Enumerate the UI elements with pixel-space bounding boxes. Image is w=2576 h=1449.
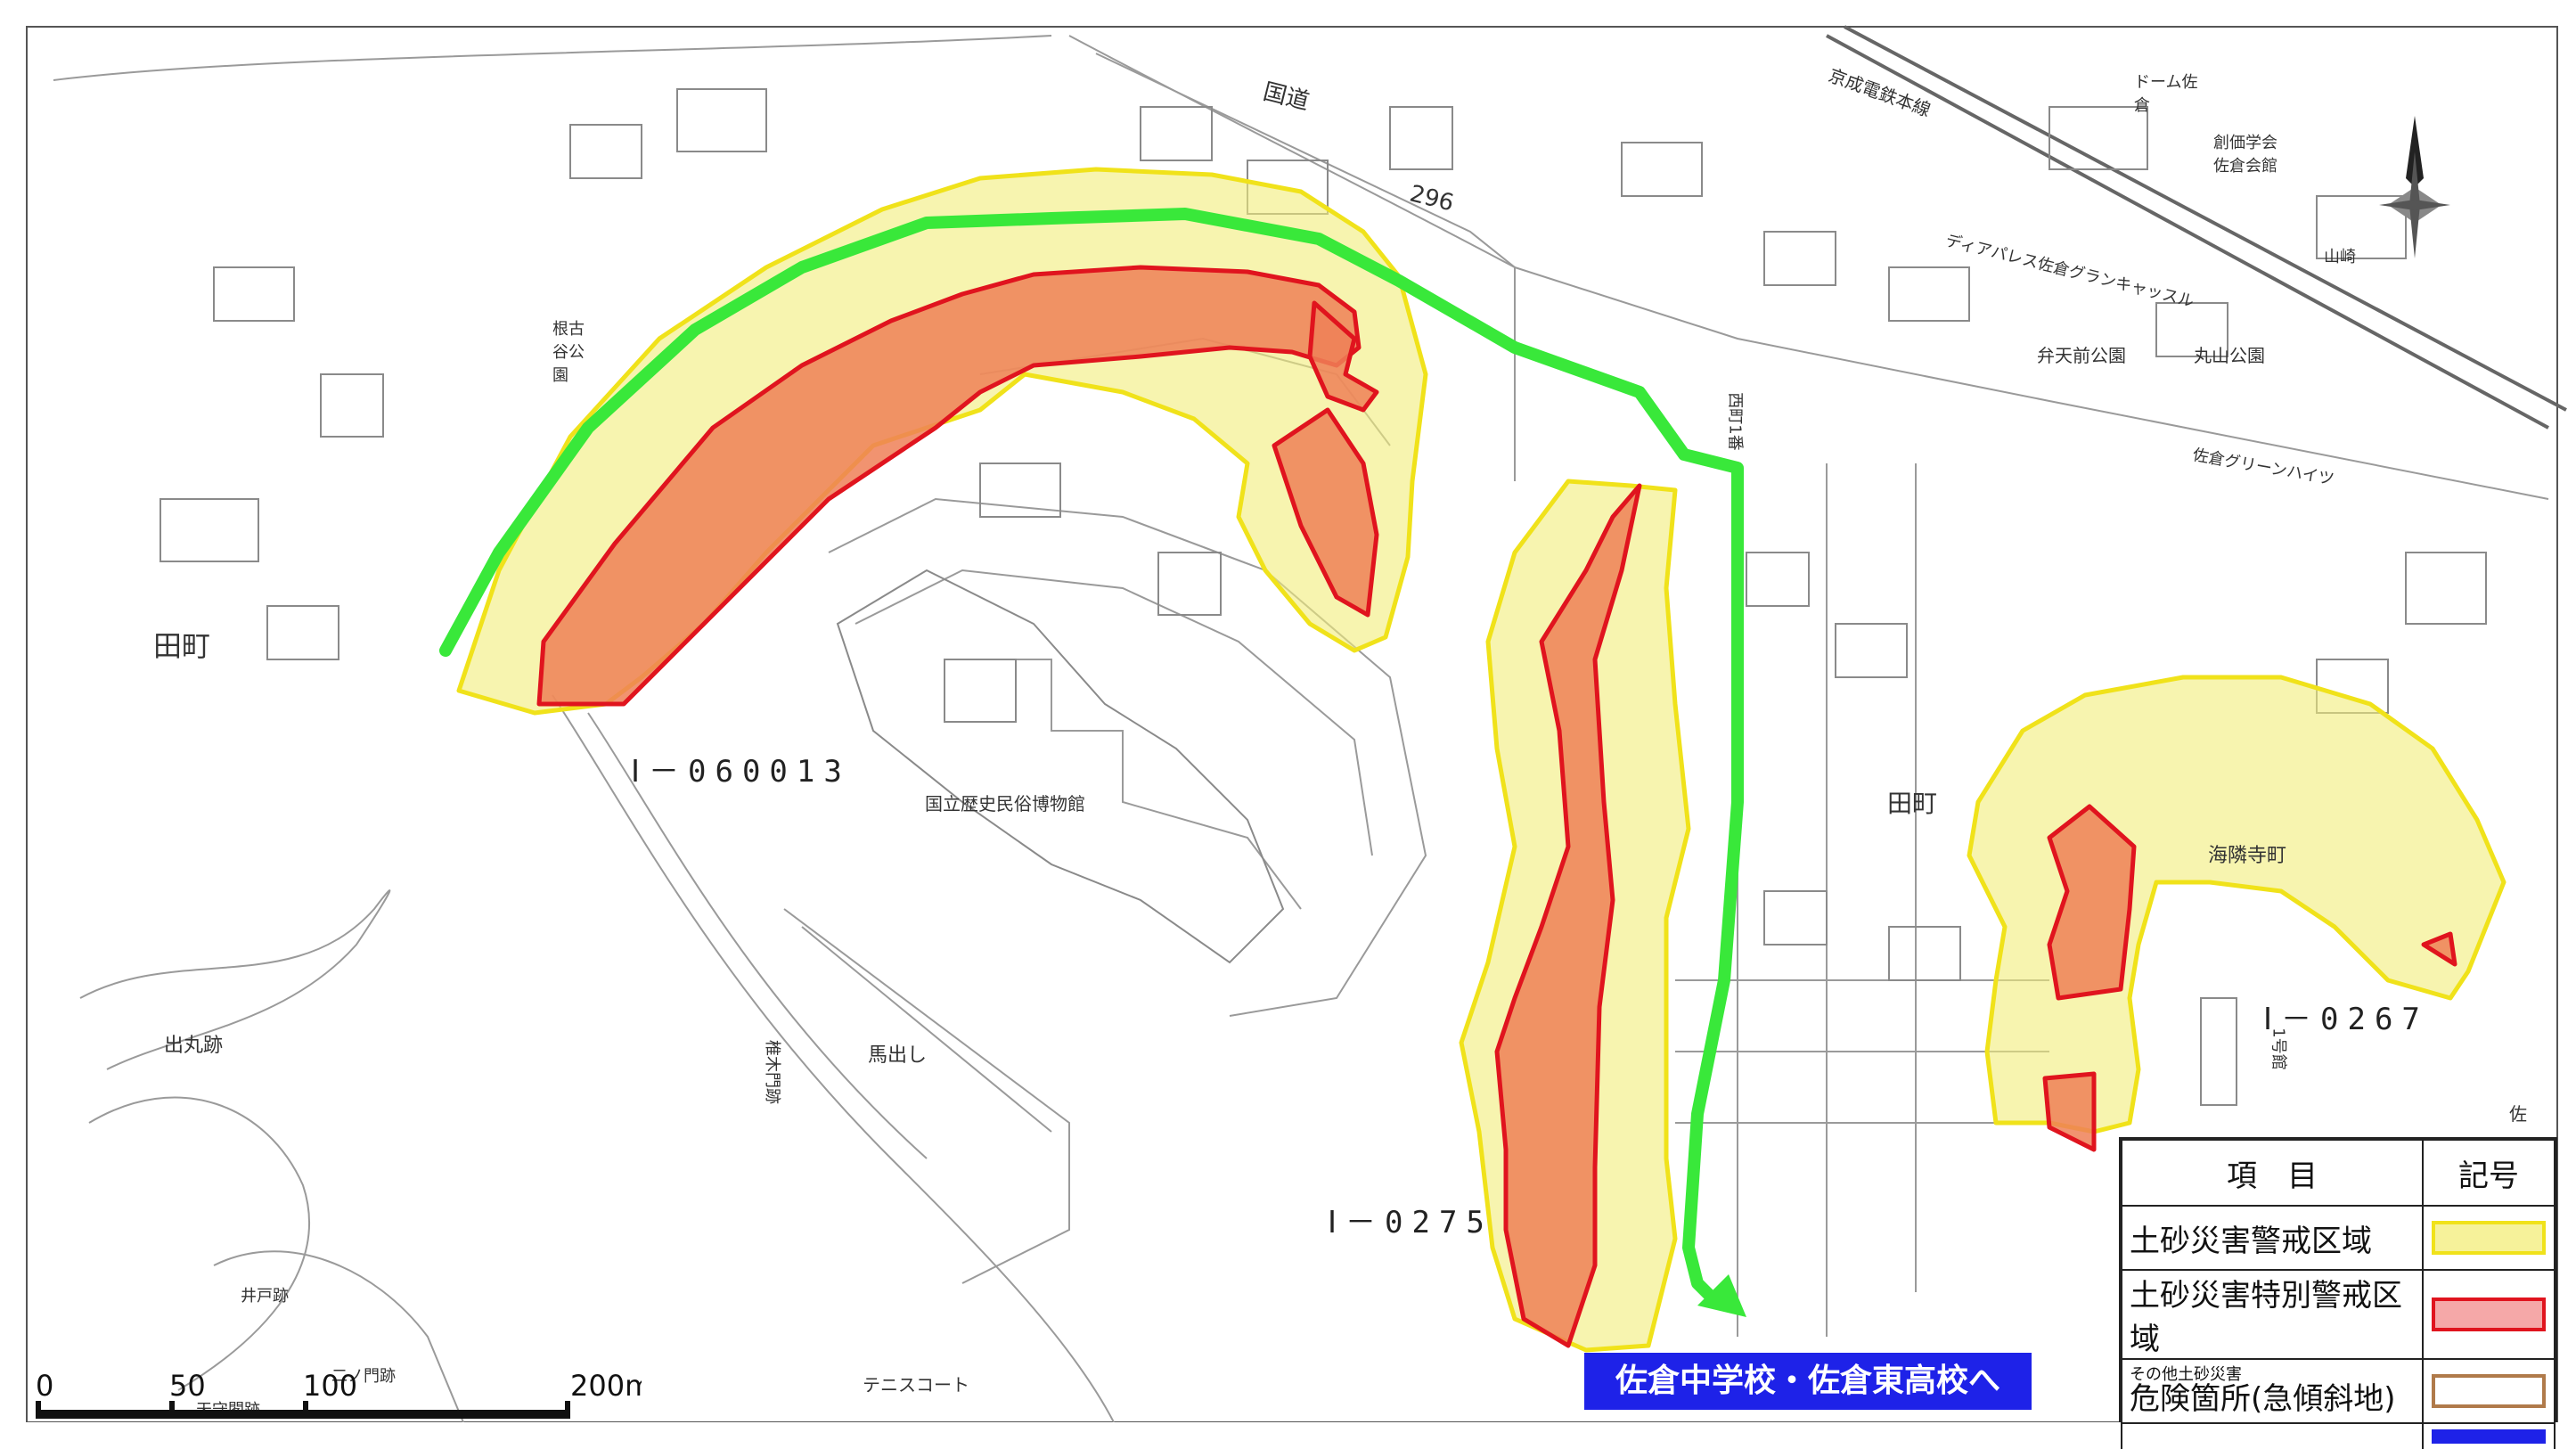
special-zone-060013 (536, 265, 1362, 707)
place-label-dome: ドーム佐倉 (2134, 73, 2198, 115)
evacuation-destination-banner: 佐倉中学校・佐倉東高校へ (1584, 1353, 2032, 1410)
place-label-nishimachi: 西町1番 (1725, 392, 1745, 451)
place-label-tamachi-west: 田町 (153, 629, 211, 663)
place-label-tamachi-east: 田町 (1887, 789, 1938, 818)
scale-tick-label: 0 (36, 1369, 53, 1403)
north-arrow-icon (2379, 116, 2450, 258)
map-legend: 項 目 記号 土砂災害警戒区域 土砂災害特別警戒区域 その他土砂災害 危険箇所(… (2119, 1137, 2557, 1449)
place-label-ueki-gate: 椎木門跡 (763, 1040, 781, 1104)
warning-zone-0267 (1967, 675, 2506, 1134)
place-label-ninomon: 二ノ門跡 (331, 1367, 396, 1386)
legend-symbol-warning (2422, 1205, 2556, 1271)
legend-label-other-main: 危険箇所(急傾斜地) (2130, 1380, 2396, 1417)
base-map (26, 25, 2567, 1422)
zone-code-0267: Ⅰ－0267 (2263, 1002, 2429, 1037)
special-zone-060013-c (1272, 407, 1379, 618)
special-zones (536, 265, 2457, 1348)
place-label-museum: 国立歴史民俗博物館 (925, 793, 1085, 815)
place-label-tennis: テニスコート (863, 1374, 969, 1396)
place-label-ido: 井戸跡 (241, 1287, 289, 1306)
scale-tick (565, 1401, 570, 1419)
special-zone-0275 (1494, 483, 1642, 1348)
legend-symbol-other (2422, 1358, 2556, 1424)
legend-header-symbol: 記号 (2422, 1139, 2556, 1207)
scale-tick (36, 1401, 41, 1419)
scale-tick-label: 100 (303, 1369, 357, 1403)
scale-bar: 0 50 100 200m (36, 1369, 642, 1419)
legend-header-item: 項 目 (2121, 1139, 2424, 1207)
special-zone-0267-a (2047, 804, 2137, 1001)
legend-symbol-special (2422, 1269, 2556, 1360)
place-label-sakura: 佐 (2509, 1103, 2527, 1125)
place-label-yamazaki: 山崎 (2324, 248, 2356, 266)
legend-label-other: その他土砂災害 危険箇所(急傾斜地) (2121, 1358, 2424, 1424)
legend-symbol-route (2422, 1422, 2556, 1449)
special-zone-0267-b (2042, 1071, 2097, 1152)
legend-label-special: 土砂災害特別警戒区域 (2121, 1269, 2424, 1360)
building-blocks (159, 88, 2487, 1106)
scale-tick (303, 1401, 308, 1419)
scale-tick-label: 50 (169, 1369, 206, 1403)
special-zone-0267-c (2421, 931, 2457, 967)
scale-tick (169, 1401, 175, 1419)
route-arrowhead-icon (1697, 1274, 1746, 1317)
special-zone-060013-b (1307, 300, 1379, 413)
place-label-negoya-park: 根古谷公園 (552, 320, 585, 385)
evacuation-route (439, 208, 1746, 1317)
place-label-soka: 創価学会佐倉会館 (2213, 134, 2278, 176)
zone-code-0275: Ⅰ－0275 (1328, 1205, 1493, 1240)
place-label-demaru: 出丸跡 (164, 1035, 224, 1057)
place-label-umadashi: 馬出し (868, 1044, 928, 1067)
zone-code-060013: Ⅰ－060013 (631, 754, 851, 790)
place-label-maruyama-park: 丸山公園 (2194, 345, 2265, 366)
legend-label-route (2121, 1422, 2424, 1449)
place-label-bentenmae-park: 弁天前公園 (2037, 345, 2126, 366)
place-label-kaiju: 海隣寺町 (2208, 845, 2287, 867)
legend-label-other-small: その他土砂災害 (2130, 1364, 2242, 1384)
legend-label-warning: 土砂災害警戒区域 (2121, 1205, 2424, 1271)
scale-tick-label: 200m (570, 1369, 642, 1403)
